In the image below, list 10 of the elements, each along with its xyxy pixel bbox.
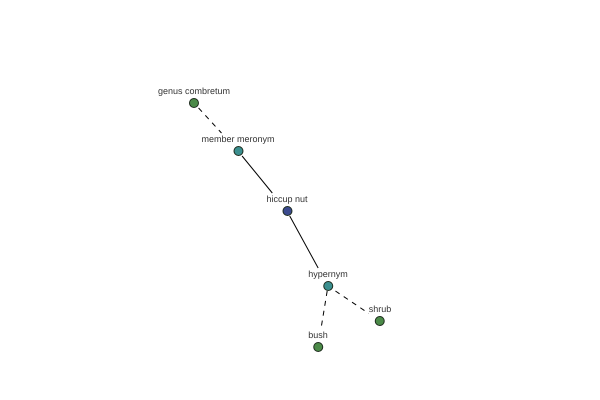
line (289, 216, 319, 268)
node-label: hiccup nut (266, 193, 308, 206)
node-label: member meronym (202, 133, 274, 146)
node-label: genus combretum (158, 85, 230, 98)
dashed-line (334, 290, 370, 314)
line (242, 156, 273, 194)
node-label: hypernym (308, 268, 348, 281)
node-label: bush (308, 329, 328, 342)
dashed-line (198, 108, 222, 134)
node-label: shrub (368, 303, 392, 316)
